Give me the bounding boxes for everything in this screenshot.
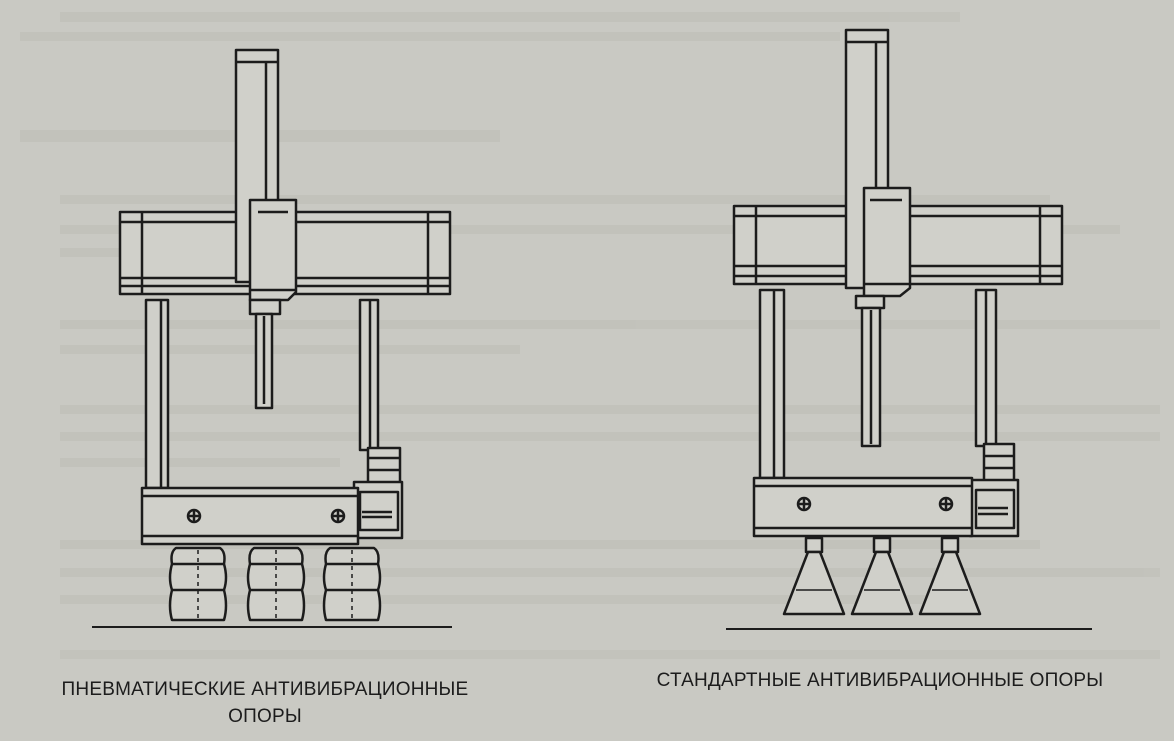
right-supports [758,288,998,480]
right-probe [854,294,886,448]
left-side-assembly [352,446,404,540]
caption-pneumatic-mounts: ПНЕВМАТИЧЕСКИЕ АНТИВИБРАЦИОННЫЕ ОПОРЫ [0,676,530,730]
right-carriage [862,186,912,298]
right-cmm-machine [726,28,1092,630]
left-probe [248,298,282,410]
left-pneumatic-mounts [168,546,382,622]
left-carriage [248,198,298,302]
left-cmm-machine [92,48,452,628]
right-base [752,476,974,538]
right-side-assembly [968,442,1020,538]
right-standard-mounts [782,536,982,616]
caption-standard-line: СТАНДАРТНЫЕ АНТИВИБРАЦИОННЫЕ ОПОРЫ [656,670,1104,691]
left-base [140,486,360,546]
left-supports [144,298,380,490]
caption-pneumatic-line2: ОПОРЫ [228,706,302,727]
caption-standard-mounts: СТАНДАРТНЫЕ АНТИВИБРАЦИОННЫЕ ОПОРЫ [590,667,1170,694]
caption-pneumatic-line1: ПНЕВМАТИЧЕСКИЕ АНТИВИБРАЦИОННЫЕ [61,679,469,700]
background-show-through [20,12,1160,659]
